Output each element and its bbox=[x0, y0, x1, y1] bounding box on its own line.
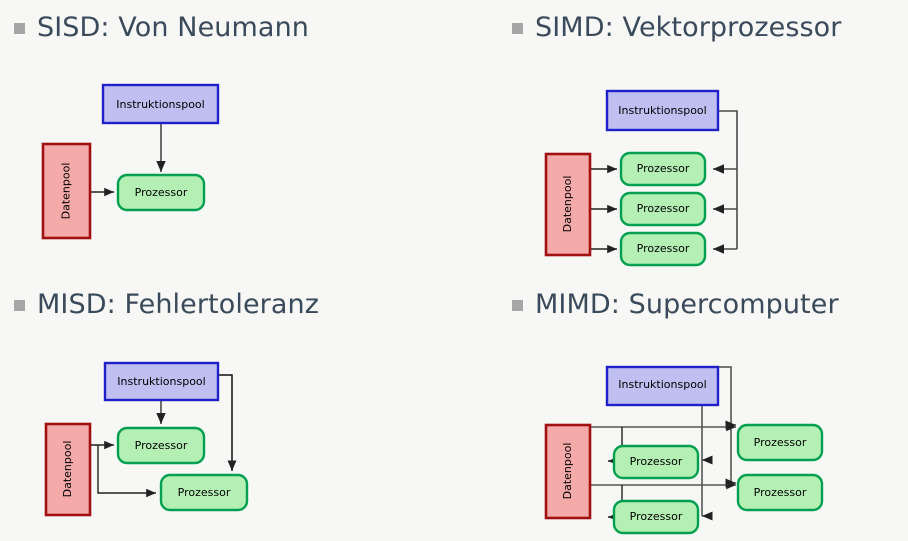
label-datenpool: Datenpool bbox=[561, 443, 574, 500]
label-prozessor-2: Prozessor bbox=[630, 510, 683, 523]
box-prozessor-1 bbox=[116, 426, 206, 465]
box-instruktionspool bbox=[605, 89, 720, 132]
label-prozessor-3: Prozessor bbox=[637, 242, 690, 255]
box-prozessor-1 bbox=[116, 173, 206, 212]
label-prozessor-2: Prozessor bbox=[637, 202, 690, 215]
quadrant-misd: MISD: Fehlertoleranz Instruktionspool Da… bbox=[0, 271, 454, 541]
heading-mimd: MIMD: Supercomputer bbox=[535, 289, 839, 320]
box-datenpool bbox=[41, 142, 92, 240]
label-prozessor-3: Prozessor bbox=[754, 436, 807, 449]
box-prozessor-2 bbox=[612, 499, 700, 535]
label-instruktionspool: Instruktionspool bbox=[618, 378, 706, 391]
arrow-instruction-to-processor-2 bbox=[218, 374, 237, 471]
bullet-square-icon bbox=[14, 23, 25, 34]
label-prozessor-1: Prozessor bbox=[135, 186, 188, 199]
label-instruktionspool: Instruktionspool bbox=[116, 98, 204, 111]
bullet-square-icon bbox=[14, 300, 25, 311]
bus-instruction-vertical bbox=[718, 110, 738, 169]
box-instruktionspool bbox=[605, 365, 720, 407]
heading-sisd-row: SISD: Von Neumann bbox=[14, 14, 309, 41]
heading-simd: SIMD: Vektorprozessor bbox=[535, 12, 842, 43]
label-datenpool: Datenpool bbox=[561, 176, 574, 233]
box-prozessor-2 bbox=[619, 191, 707, 227]
heading-misd: MISD: Fehlertoleranz bbox=[37, 289, 320, 320]
diagram-sisd: Instruktionspool Datenpool Prozessor bbox=[41, 83, 220, 240]
label-instruktionspool: Instruktionspool bbox=[618, 104, 706, 117]
diagram-simd: Instruktionspool Datenpool Prozessor Pro… bbox=[544, 89, 738, 267]
box-prozessor-1 bbox=[612, 444, 700, 480]
heading-sisd: SISD: Von Neumann bbox=[37, 12, 309, 43]
heading-simd-row: SIMD: Vektorprozessor bbox=[512, 14, 842, 41]
box-prozessor-4 bbox=[736, 473, 824, 512]
diagram-mimd: Instruktionspool Datenpool Prozessor Pro… bbox=[544, 365, 824, 535]
box-instruktionspool bbox=[103, 361, 220, 402]
heading-mimd-row: MIMD: Supercomputer bbox=[512, 291, 839, 318]
quadrant-mimd: MIMD: Supercomputer bbox=[454, 271, 908, 541]
label-prozessor-2: Prozessor bbox=[178, 486, 231, 499]
diagram-misd: Instruktionspool Datenpool Prozessor Pro… bbox=[44, 361, 249, 517]
label-datenpool: Datenpool bbox=[60, 163, 73, 220]
label-prozessor-1: Prozessor bbox=[637, 162, 690, 175]
box-prozessor-1 bbox=[619, 151, 707, 187]
heading-misd-row: MISD: Fehlertoleranz bbox=[14, 291, 319, 318]
quadrant-simd: SIMD: Vektorprozessor Instruktionspool bbox=[454, 0, 908, 270]
label-datenpool: Datenpool bbox=[61, 441, 74, 498]
bullet-square-icon bbox=[512, 300, 523, 311]
box-datenpool bbox=[544, 152, 592, 257]
quadrant-sisd: SISD: Von Neumann Instruktionspool Daten… bbox=[0, 0, 454, 270]
box-prozessor-2 bbox=[159, 473, 249, 512]
box-datenpool bbox=[44, 422, 92, 517]
label-prozessor-1: Prozessor bbox=[630, 455, 683, 468]
arrow-data-to-processor-2 bbox=[97, 445, 156, 498]
label-prozessor-4: Prozessor bbox=[754, 486, 807, 499]
box-instruktionspool bbox=[101, 83, 220, 125]
bullet-square-icon bbox=[512, 23, 523, 34]
label-instruktionspool: Instruktionspool bbox=[117, 375, 205, 388]
box-prozessor-3 bbox=[736, 423, 824, 462]
box-prozessor-3 bbox=[619, 231, 707, 267]
bus-instruction-right bbox=[718, 366, 732, 425]
box-datenpool bbox=[544, 423, 592, 520]
label-prozessor-1: Prozessor bbox=[135, 439, 188, 452]
